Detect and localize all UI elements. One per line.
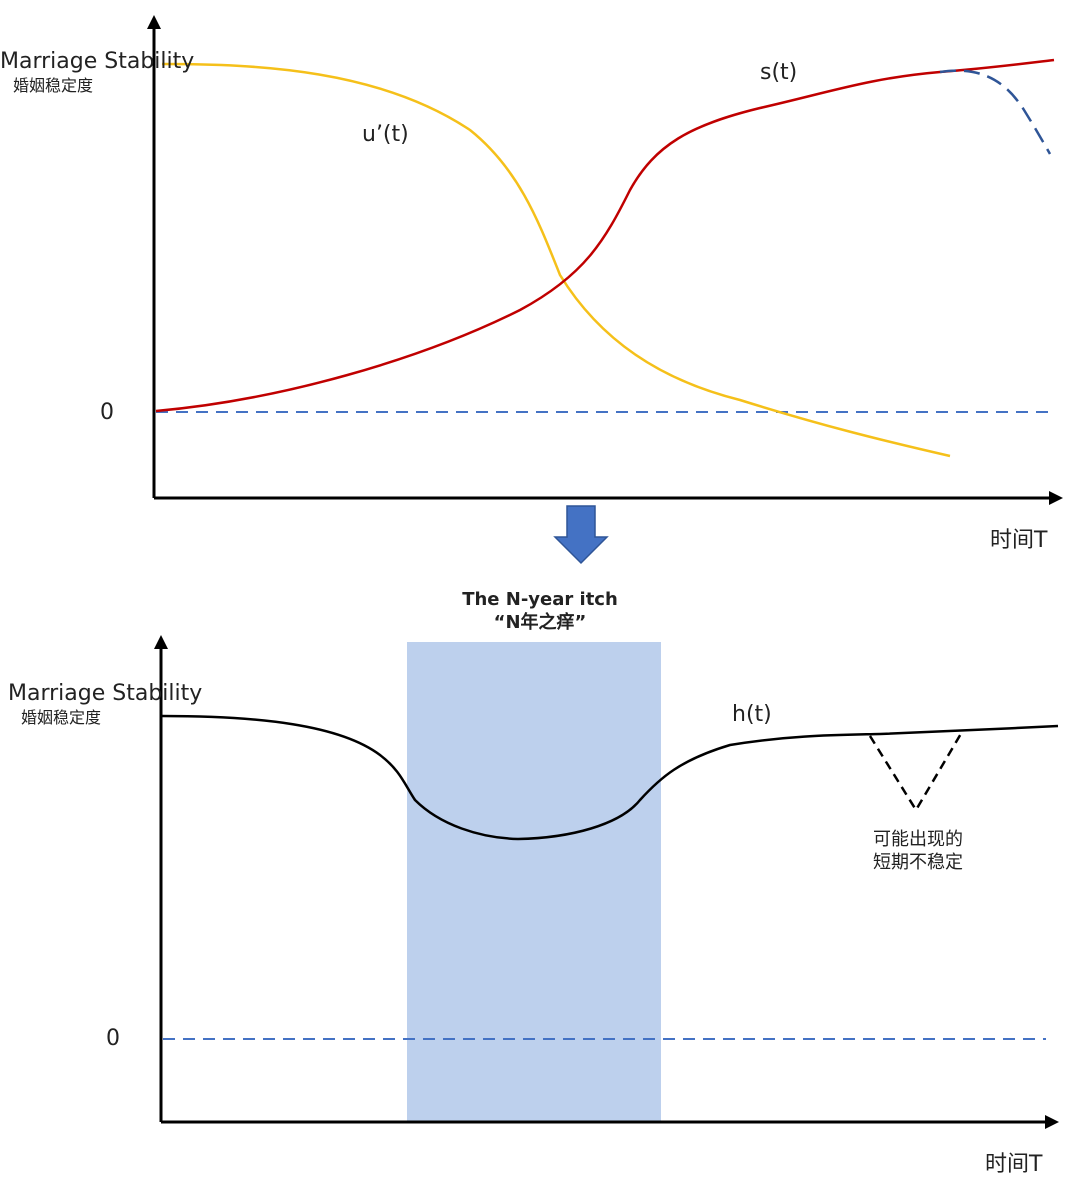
top-y-axis-label: Marriage Stability 婚姻稳定度 bbox=[0, 48, 195, 96]
top-x-axis-label: 时间T bbox=[990, 528, 1048, 553]
top-y-label-zh: 婚姻稳定度 bbox=[12, 75, 93, 95]
bottom-y-label-en: Marriage Stability bbox=[8, 681, 203, 706]
top-chart bbox=[147, 15, 1063, 505]
instability-dip-dashed bbox=[868, 731, 964, 813]
bottom-zero-label: 0 bbox=[106, 1026, 120, 1051]
s-curve-label: s(t) bbox=[760, 60, 798, 85]
top-zero-label: 0 bbox=[100, 400, 114, 425]
h-curve bbox=[161, 714, 1059, 841]
bottom-y-label-zh: 婚姻稳定度 bbox=[20, 707, 101, 727]
top-y-label-en: Marriage Stability bbox=[0, 49, 195, 74]
itch-band bbox=[407, 642, 661, 1122]
instability-note-line2: 短期不稳定 bbox=[873, 852, 963, 874]
u-prime-curve bbox=[161, 62, 951, 458]
bottom-x-axis-label: 时间T bbox=[985, 1152, 1043, 1177]
bottom-y-axis-label: Marriage Stability 婚姻稳定度 bbox=[8, 680, 203, 728]
itch-band-title: The N-year itch “N年之痒” bbox=[440, 588, 640, 635]
s-curve-downturn-dashed bbox=[939, 69, 1052, 155]
instability-note-line1: 可能出现的 bbox=[873, 829, 963, 850]
itch-title-en: The N-year itch bbox=[462, 589, 618, 610]
h-curve-label: h(t) bbox=[732, 702, 772, 727]
bottom-chart bbox=[154, 635, 1059, 1129]
s-curve bbox=[155, 58, 1055, 413]
down-arrow-icon bbox=[553, 505, 609, 565]
u-prime-curve-label: u’(t) bbox=[362, 122, 409, 147]
instability-note: 可能出现的 短期不稳定 bbox=[858, 828, 978, 875]
itch-title-zh: “N年之痒” bbox=[493, 612, 587, 634]
